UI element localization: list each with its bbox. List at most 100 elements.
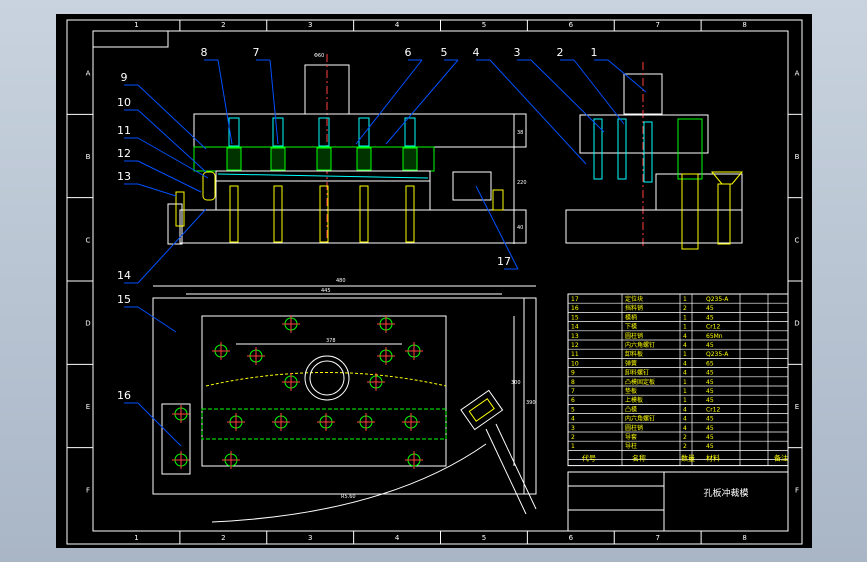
bom-mat: 45 xyxy=(706,370,714,377)
shank-circle xyxy=(304,355,350,401)
bom-no: 11 xyxy=(571,351,579,358)
lower-bolt xyxy=(229,185,239,243)
punch xyxy=(356,147,372,171)
zone-col-top: 4 xyxy=(395,21,400,29)
zone-col-bottom: 8 xyxy=(742,534,746,542)
bom-mat: Q235-A xyxy=(706,351,729,358)
bom-no: 17 xyxy=(571,296,579,303)
bom-name: 内六角螺钉 xyxy=(625,415,655,423)
bom-mat: 45 xyxy=(706,434,714,441)
zone-col-top: 5 xyxy=(482,21,486,29)
zone-row-left: B xyxy=(86,153,91,161)
callout-leader xyxy=(137,402,182,447)
zone-row-left: F xyxy=(86,486,90,494)
callout-label: 8 xyxy=(201,46,208,59)
bom-no: 2 xyxy=(571,434,575,441)
bom-no: 3 xyxy=(571,425,575,432)
callout-label: 17 xyxy=(497,255,511,268)
zone-col-bottom: 5 xyxy=(482,534,486,542)
bom-qty: 4 xyxy=(683,425,687,432)
callout-label: 9 xyxy=(121,71,128,84)
bom-no: 15 xyxy=(571,314,579,321)
bom-qty: 4 xyxy=(683,333,687,340)
bom-no: 13 xyxy=(571,333,579,340)
bom-name: 定位块 xyxy=(625,295,643,303)
punch xyxy=(270,147,286,171)
dim-stack-h2: 220 xyxy=(517,180,527,186)
bom-name: 凸模 xyxy=(625,405,637,413)
locating-pin xyxy=(492,189,504,211)
dim-arc-text: R5.60 xyxy=(341,494,356,500)
shank-inner-circle xyxy=(309,360,345,396)
lower-die-base xyxy=(179,209,527,244)
bom-mat: 45 xyxy=(706,314,714,321)
lower-plate-outline xyxy=(152,297,537,495)
callout-label: 13 xyxy=(117,170,131,183)
strip-arc xyxy=(205,372,447,387)
punch-bolt xyxy=(358,117,370,147)
dim-die-text: 378 xyxy=(326,338,336,344)
bom-mat: 45 xyxy=(706,425,714,432)
zone-row-right: D xyxy=(794,320,799,328)
dim-right-2-text: 300 xyxy=(511,380,521,386)
bom-qty: 1 xyxy=(683,397,687,404)
bom-qty: 1 xyxy=(683,314,687,321)
zone-col-top: 6 xyxy=(569,21,574,29)
bom-qty: 1 xyxy=(683,379,687,386)
callout-leader xyxy=(137,306,177,333)
bom-mat: Q235-A xyxy=(706,296,729,303)
stripper-hatch xyxy=(217,173,429,179)
bom-mat: 45 xyxy=(706,342,714,349)
bom-qty: 4 xyxy=(683,416,687,423)
punch-bolt xyxy=(318,117,330,147)
zone-row-left: C xyxy=(86,236,91,244)
zone-row-left: A xyxy=(86,70,91,78)
zone-row-left: E xyxy=(86,403,90,411)
side-guide-bush xyxy=(677,118,703,180)
bom-mat: 45 xyxy=(706,443,714,450)
bom-no: 1 xyxy=(571,443,575,450)
bom-name: 凸模固定板 xyxy=(625,378,655,386)
bom-name: 弹簧 xyxy=(625,359,637,367)
dim-stack-h3: 40 xyxy=(517,225,523,231)
zone-col-top: 8 xyxy=(742,21,746,29)
rotated-part xyxy=(460,389,504,431)
bom-qty: 4 xyxy=(683,342,687,349)
callout-label: 12 xyxy=(117,147,131,160)
dim-overall-text: 480 xyxy=(336,278,346,284)
bom-header-name: 名称 xyxy=(632,453,646,462)
callout-label: 2 xyxy=(557,46,564,59)
callout-leader xyxy=(355,59,423,145)
bom-no: 16 xyxy=(571,305,579,312)
zone-col-bottom: 4 xyxy=(395,534,400,542)
lower-bolt xyxy=(319,185,329,243)
rotated-guide-2 xyxy=(495,423,537,510)
callout-leader xyxy=(573,59,625,125)
zone-col-bottom: 7 xyxy=(655,534,659,542)
bom-frame xyxy=(567,293,789,467)
callout-leader xyxy=(385,59,459,145)
bom-name: 圆柱销 xyxy=(625,424,643,432)
bom-no: 8 xyxy=(571,379,575,386)
bom-qty: 4 xyxy=(683,360,687,367)
zone-row-right: A xyxy=(795,70,800,78)
title-block: 孔板冲裁模 xyxy=(567,471,789,532)
zone-row-right: F xyxy=(795,486,799,494)
zone-row-left: D xyxy=(85,320,90,328)
bom-qty: 1 xyxy=(683,324,687,331)
callout-leader xyxy=(530,59,605,133)
callout-label: 15 xyxy=(117,293,131,306)
callout-label: 11 xyxy=(117,124,131,137)
bom-no: 10 xyxy=(571,360,579,367)
bom-header-note: 备注 xyxy=(774,453,788,462)
callout-label: 7 xyxy=(253,46,260,59)
callout-label: 5 xyxy=(441,46,448,59)
dim-right-1-text: 390 xyxy=(526,400,536,406)
bom-name: 内六角螺钉 xyxy=(625,341,655,349)
zone-col-top: 2 xyxy=(221,21,225,29)
callout-label: 4 xyxy=(473,46,480,59)
drawing-title: 孔板冲裁模 xyxy=(703,487,748,499)
callout-label: 14 xyxy=(117,269,131,282)
